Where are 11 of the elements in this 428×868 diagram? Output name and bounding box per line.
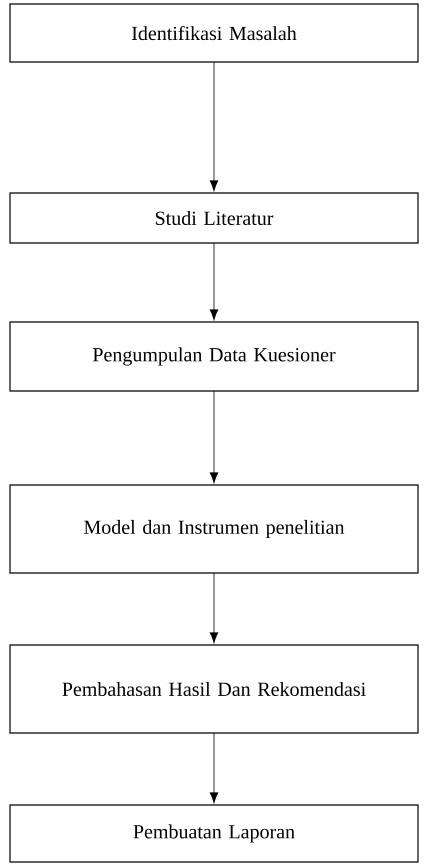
arrow (210, 573, 218, 644)
arrow (210, 62, 218, 192)
arrow (210, 733, 218, 804)
arrow (210, 391, 218, 484)
process-box: Pembuatan Laporan (9, 804, 419, 863)
process-box: Model dan Instrumen penelitian (9, 484, 419, 574)
arrow (210, 243, 218, 320)
process-box: Studi Literatur (9, 192, 419, 244)
process-box: Pembahasan Hasil Dan Rekomendasi (9, 644, 419, 734)
process-box: Pengumpulan Data Kuesioner (9, 321, 419, 392)
process-box: Identifikasi Masalah (9, 3, 419, 63)
